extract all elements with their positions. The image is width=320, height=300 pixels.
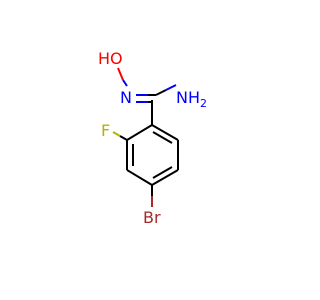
atom-label-fluorine: F [101, 121, 110, 140]
bond-c-f-a [119, 135, 128, 141]
bond-c-f-b [112, 131, 121, 137]
ring-bond-4-5 [151, 169, 179, 186]
atom-label-hydroxyl: HO [98, 49, 123, 68]
atom-label-imine-nitrogen: N [120, 88, 132, 107]
molecule-canvas: HO N NH2 F Br [98, 49, 207, 227]
ring-bond-3-4 [126, 169, 153, 186]
atom-label-amine: NH2 [176, 88, 207, 110]
molecule-structure: HO N NH2 F Br [98, 49, 207, 227]
ring-bond-6-1 [151, 124, 179, 141]
atom-label-amine-nh: NH [176, 88, 200, 107]
ring-bond-1-2 [126, 124, 153, 141]
bond-o-n-part2 [122, 79, 128, 87]
atom-label-bromine: Br [143, 208, 161, 227]
bond-o-n [117, 67, 124, 81]
ring-inner-4-5 [152, 166, 173, 179]
ring-inner-1-6 [152, 131, 173, 144]
bond-c-nh2-a [155, 89, 167, 96]
bond-c-nh2-b [165, 84, 177, 91]
atom-label-amine-subscript: 2 [200, 97, 207, 110]
